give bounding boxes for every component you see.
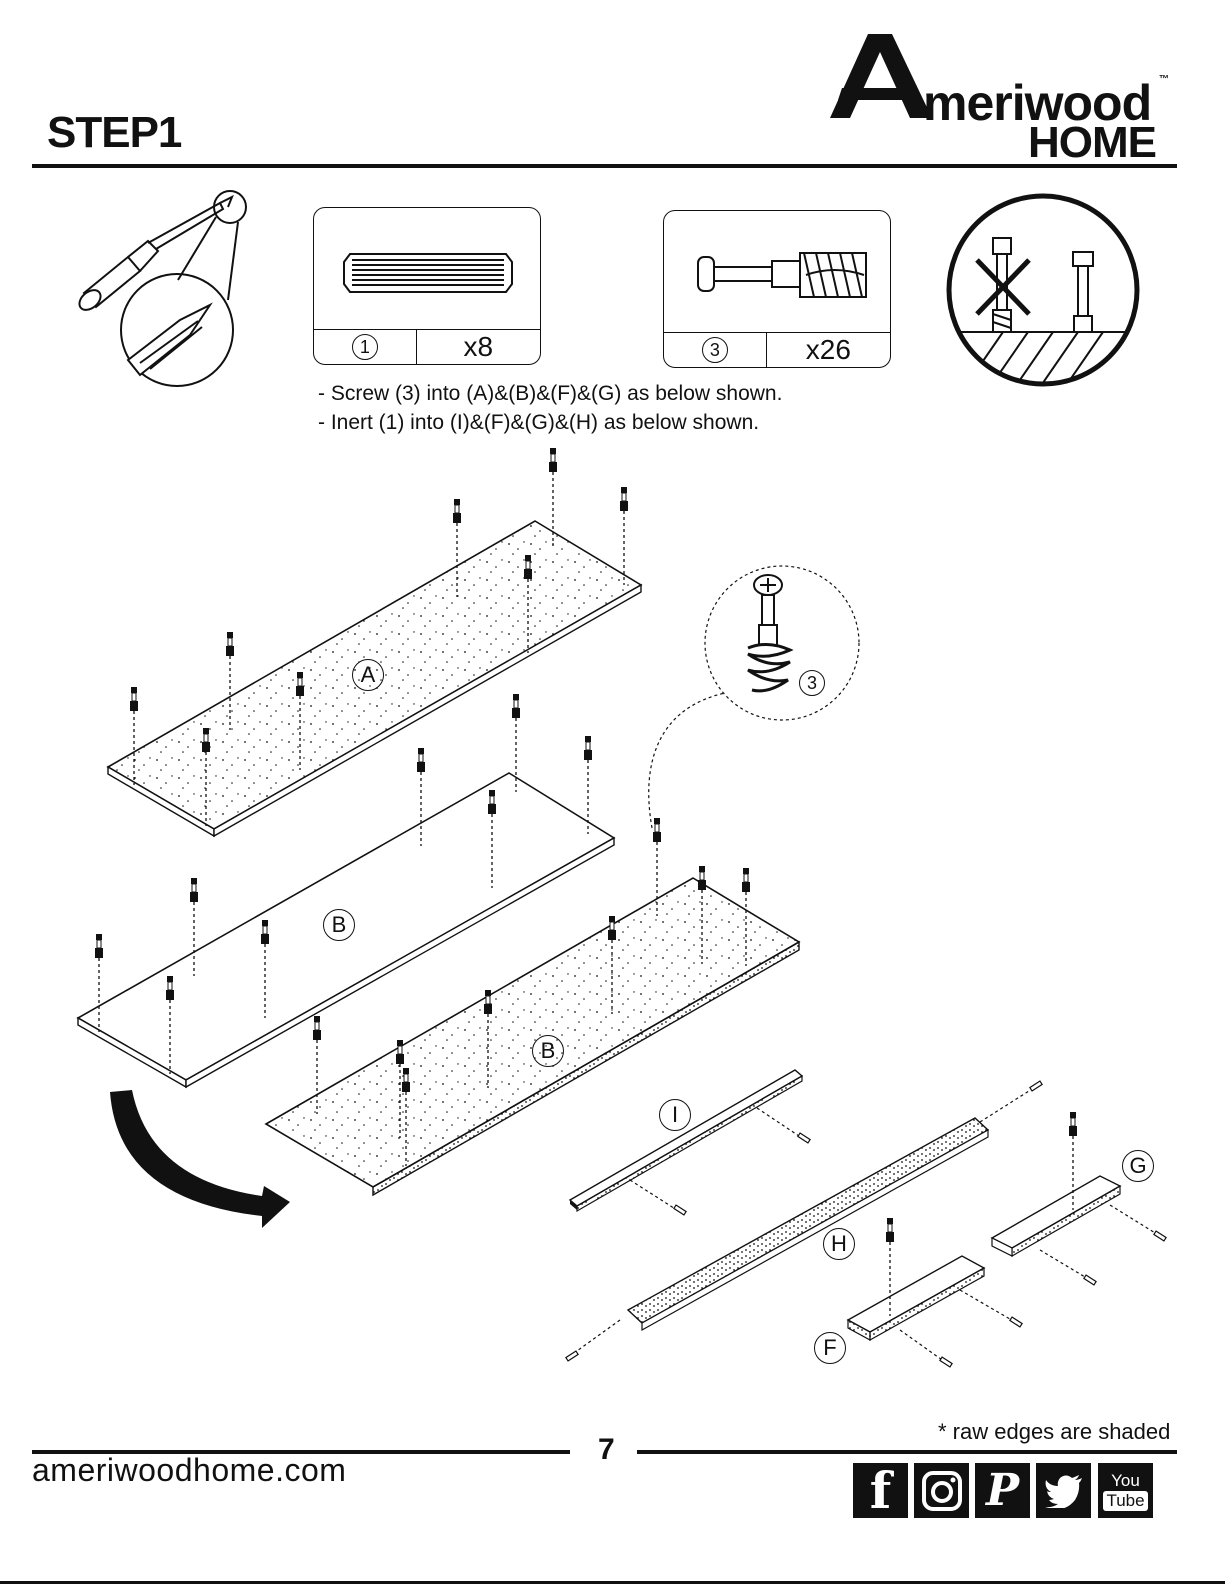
footer-rule-right	[637, 1450, 1177, 1454]
panel-g-shape	[992, 1176, 1120, 1256]
detail-callout-id: 3	[799, 670, 825, 696]
pinterest-icon[interactable]: P	[975, 1463, 1030, 1518]
cam-screw-icon	[694, 245, 869, 305]
cam-screw-detail-icon	[705, 566, 859, 720]
panel-label-f: F	[814, 1332, 846, 1364]
youtube-bottom-label: Tube	[1103, 1491, 1147, 1511]
raw-edges-note: * raw edges are shaded	[938, 1419, 1170, 1445]
step-title: STEP1	[47, 108, 181, 158]
page-bottom-rule	[0, 1581, 1225, 1584]
correct-installation-callout-icon	[943, 190, 1143, 390]
panel-f-shape	[848, 1256, 984, 1340]
assembly-diagram	[0, 440, 1225, 1400]
dowel-icon	[342, 250, 514, 296]
hardware-qty-1: x8	[417, 330, 540, 364]
instruction-line-2: - Inert (1) into (I)&(F)&(G)&(H) as belo…	[318, 411, 759, 435]
facebook-icon[interactable]: f	[853, 1463, 908, 1518]
brand-trademark: ™	[1159, 74, 1169, 85]
hardware-id-3: 3	[702, 337, 728, 363]
hardware-qty-3: x26	[767, 333, 890, 367]
header-rule	[32, 164, 1177, 168]
phillips-screwdriver-icon	[70, 185, 255, 400]
website-link[interactable]: ameriwoodhome.com	[32, 1452, 346, 1489]
panel-label-i: I	[659, 1099, 691, 1131]
brand-home: HOME	[1028, 118, 1156, 168]
youtube-top-label: You	[1111, 1471, 1140, 1491]
panel-label-a: A	[352, 659, 384, 691]
twitter-icon[interactable]	[1036, 1463, 1091, 1518]
panel-i-shape	[570, 1070, 802, 1211]
instagram-icon[interactable]	[914, 1463, 969, 1518]
panel-label-b-flipped: B	[532, 1035, 564, 1067]
hardware-id-1: 1	[352, 334, 378, 360]
brand-a-logo-mark	[828, 30, 938, 122]
panel-label-b: B	[323, 909, 355, 941]
ameriwood-home-logo: meriwood ™ HOME	[828, 30, 1173, 160]
panel-label-g: G	[1122, 1150, 1154, 1182]
panel-label-h: H	[823, 1228, 855, 1260]
hardware-box-dowel: 1 x8	[313, 207, 541, 365]
youtube-icon[interactable]: You Tube	[1098, 1463, 1153, 1518]
instruction-line-1: - Screw (3) into (A)&(B)&(F)&(G) as belo…	[318, 382, 782, 406]
page-number: 7	[598, 1433, 615, 1467]
flip-arrow-icon	[110, 1090, 290, 1228]
hardware-box-cam-screw: 3 x26	[663, 210, 891, 368]
